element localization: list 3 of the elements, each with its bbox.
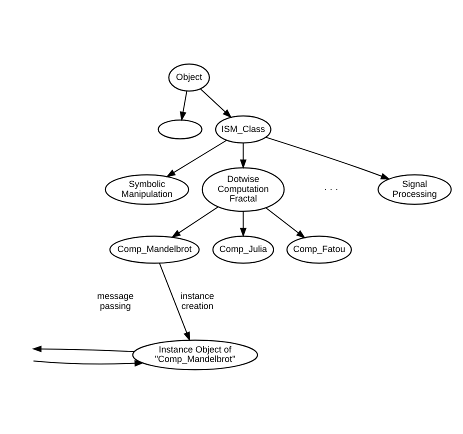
edge-label: instance creation [180, 291, 214, 311]
label: · · · [324, 184, 338, 194]
label: message passing [97, 291, 134, 311]
